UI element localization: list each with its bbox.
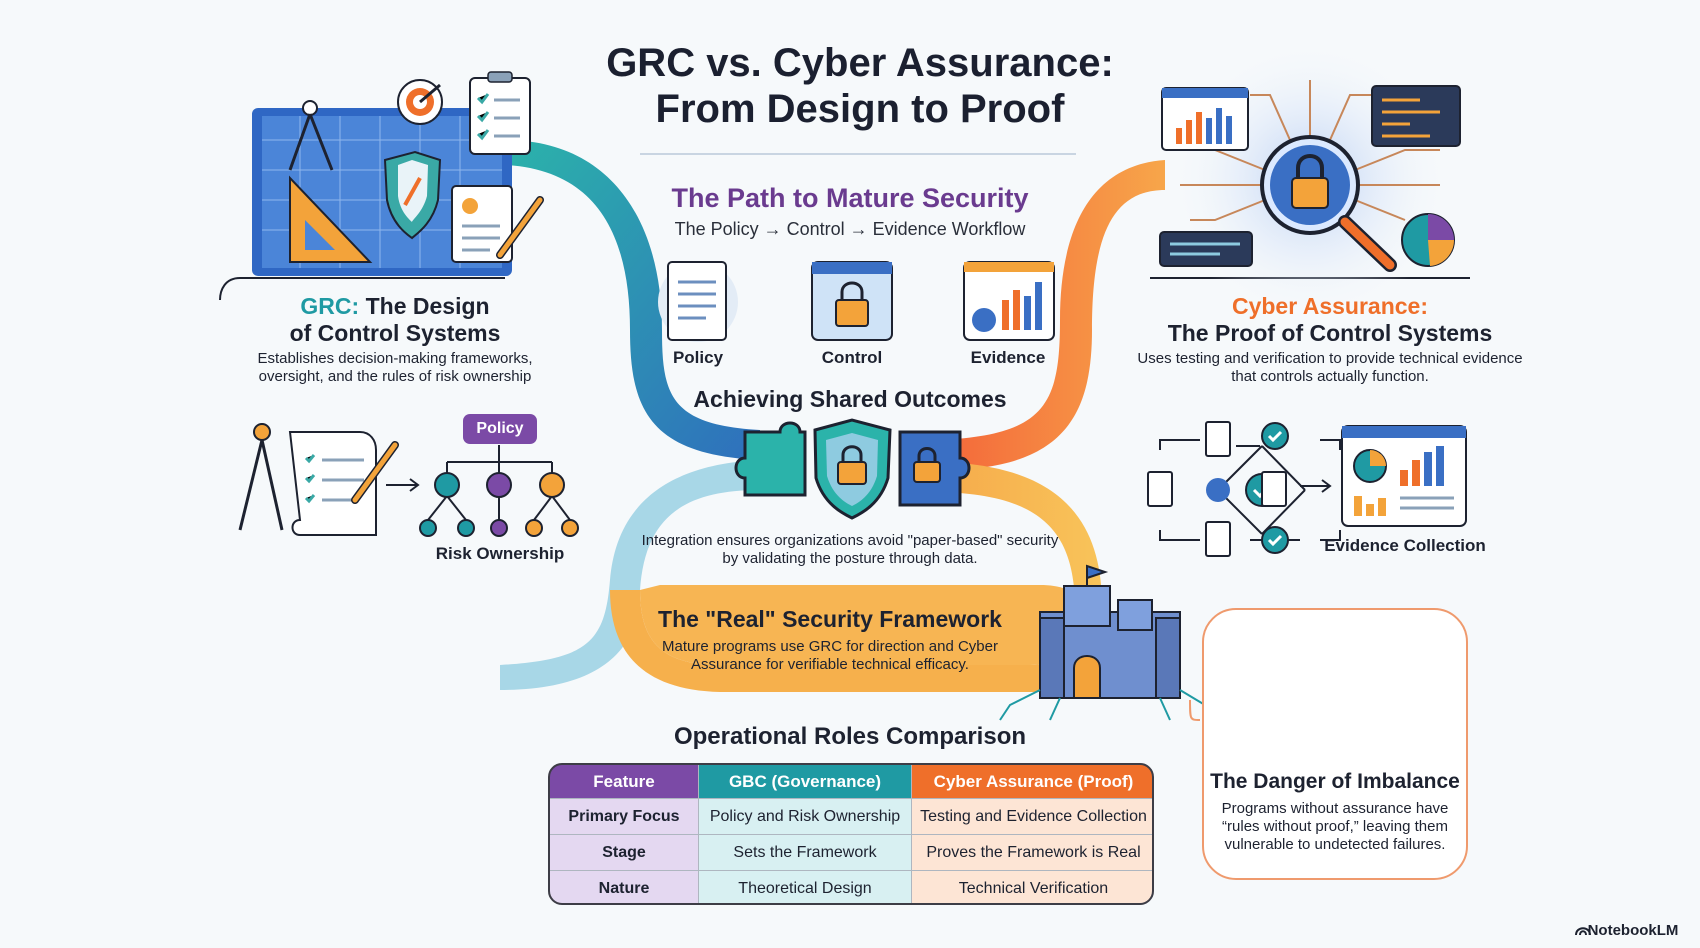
table-cell: Stage: [550, 835, 699, 871]
blueprint-illustration: [252, 71, 544, 276]
table-header-feature: Feature: [550, 765, 699, 799]
real-band: [610, 590, 1102, 692]
grc-heading-rest: The Design: [359, 293, 490, 319]
teal-ribbon: [505, 140, 760, 460]
danger-heading: The Danger of Imbalance: [1210, 770, 1460, 793]
cyber-heading: Cyber Assurance: The Proof of Control Sy…: [1130, 293, 1530, 347]
grc-heading-accent: GRC:: [300, 293, 360, 319]
table-cell: Sets the Framework: [699, 835, 912, 871]
path-heading: The Path to Mature Security: [671, 183, 1029, 213]
brand-label: NotebookLM: [1587, 922, 1679, 939]
integration-text: Integration ensures organizations avoid …: [641, 532, 1059, 567]
real-framework-text: Mature programs use GRC for direction an…: [662, 638, 998, 673]
table-header-grc: GBC (Governance): [699, 765, 912, 799]
cyber-heading-accent: Cyber Assurance:: [1231, 293, 1428, 319]
control-step-icon: [811, 261, 893, 341]
real-framework-heading: The "Real" Security Framework: [658, 606, 1002, 632]
shared-outcomes-heading: Achieving Shared Outcomes: [693, 386, 1007, 412]
step-label-control: Control: [821, 348, 883, 367]
evidence-collection-label: Evidence Collection: [1324, 536, 1486, 555]
page-title-line1: GRC vs. Cyber Assurance:: [606, 41, 1114, 85]
policy-step-icon: [658, 261, 738, 342]
table-cell: Testing and Evidence Collection: [912, 799, 1152, 835]
policy-chip: Policy: [463, 414, 537, 444]
cyber-heading-line2: The Proof of Control Systems: [1167, 320, 1493, 346]
danger-connector: [1189, 699, 1201, 721]
lightblue-ribbon: [500, 460, 760, 690]
table-cell: Technical Verification: [912, 871, 1152, 903]
puzzle-shield-illustration: [734, 418, 971, 520]
notebooklm-logo-icon: [1575, 927, 1591, 936]
danger-text: Programs without assurance have “rules w…: [1221, 800, 1449, 853]
path-subtitle: The Policy → Control → Evidence Workflow: [674, 219, 1026, 239]
cyber-illustration: [1159, 40, 1461, 320]
table-header-cyber: Cyber Assurance (Proof): [912, 765, 1152, 799]
risk-ownership-illustration: [238, 423, 579, 537]
table-cell: Primary Focus: [550, 799, 699, 835]
title-divider: [640, 153, 1076, 155]
grc-heading-line2: of Control Systems: [289, 320, 501, 346]
castle-illustration: [999, 564, 1206, 721]
cyber-description: Uses testing and verification to provide…: [1137, 350, 1523, 385]
table-cell: Proves the Framework is Real: [912, 835, 1152, 871]
evidence-step-icon: [963, 261, 1055, 341]
step-label-evidence: Evidence: [970, 348, 1046, 367]
comparison-table: Feature GBC (Governance) Cyber Assurance…: [548, 763, 1154, 905]
table-cell: Theoretical Design: [699, 871, 912, 903]
comparison-heading: Operational Roles Comparison: [673, 723, 1027, 750]
evidence-flow-illustration: [1147, 421, 1467, 557]
table-cell: Nature: [550, 871, 699, 903]
real-band-fill: [640, 585, 1075, 665]
page-title-line2: From Design to Proof: [655, 87, 1065, 131]
page-title: GRC vs. Cyber Assurance: From Design to …: [560, 40, 1160, 132]
grc-frame-line: [219, 277, 505, 301]
step-label-policy: Policy: [672, 348, 724, 367]
orange-ribbon: [940, 160, 1165, 470]
table-cell: Policy and Risk Ownership: [699, 799, 912, 835]
grc-heading: GRC: The Design of Control Systems: [250, 293, 540, 347]
danger-panel: [1202, 608, 1468, 880]
risk-ownership-label: Risk Ownership: [435, 544, 565, 563]
grc-description: Establishes decision-making frameworks, …: [257, 350, 533, 385]
